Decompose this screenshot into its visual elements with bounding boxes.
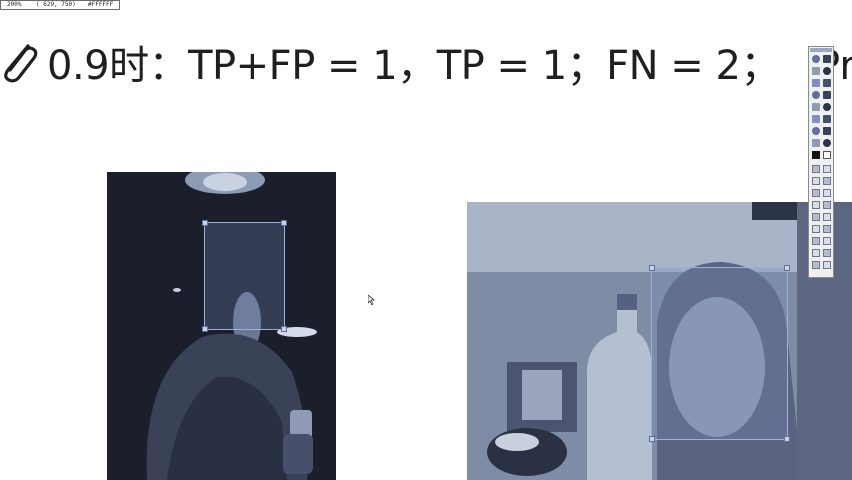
palette-tool-icon[interactable] xyxy=(812,225,820,233)
zoom-readout: 200% xyxy=(7,1,22,8)
palette-tool-icon[interactable] xyxy=(812,237,820,245)
slide-formula: 0.9时：TP+FP = 1，TP = 1；FN = 2； xyxy=(47,43,780,89)
color-white[interactable] xyxy=(823,151,831,159)
color-readout: #FFFFFF xyxy=(88,1,114,8)
palette-tool-icon[interactable] xyxy=(823,201,831,209)
palette-tool-icon[interactable] xyxy=(823,165,831,173)
color-black[interactable] xyxy=(812,151,820,159)
coordinate-readout: 200% ( 629, 750) #FFFFFF xyxy=(0,0,120,10)
mouse-cursor-icon xyxy=(368,295,376,305)
pen-tool[interactable] xyxy=(812,79,820,87)
bbox-handle[interactable] xyxy=(281,220,287,226)
crop-tool[interactable] xyxy=(812,67,820,75)
palette-tool-icon[interactable] xyxy=(812,249,820,257)
face-detection-box-left[interactable] xyxy=(202,220,287,332)
lasso-tool[interactable] xyxy=(823,55,831,63)
text-tool[interactable] xyxy=(812,103,820,111)
paperclip-icon xyxy=(4,44,38,83)
line-tool[interactable] xyxy=(823,103,831,111)
bbox-handle[interactable] xyxy=(281,326,287,332)
rect-tool[interactable] xyxy=(812,115,820,123)
zoom-tool[interactable] xyxy=(823,127,831,135)
cursor-coordinates: ( 629, 750) xyxy=(36,1,76,8)
arrow-tool[interactable] xyxy=(812,127,820,135)
palette-tool-icon[interactable] xyxy=(823,249,831,257)
palette-tool-icon[interactable] xyxy=(812,261,820,269)
fill-tool[interactable] xyxy=(823,91,831,99)
palette-tool-icon[interactable] xyxy=(823,261,831,269)
palette-tool-icon[interactable] xyxy=(823,177,831,185)
bbox-handle[interactable] xyxy=(784,436,790,442)
drawing-tool-palette xyxy=(808,46,834,278)
palette-tool-icon[interactable] xyxy=(812,213,820,221)
eyedropper-tool[interactable] xyxy=(823,139,831,147)
palette-tool-icon[interactable] xyxy=(823,237,831,245)
palette-tool-icon[interactable] xyxy=(823,189,831,197)
select-tool[interactable] xyxy=(812,55,820,63)
palette-title-bar[interactable] xyxy=(810,48,832,52)
face-detection-box-right[interactable] xyxy=(649,265,790,442)
brush-tool[interactable] xyxy=(823,79,831,87)
palette-tool-icon[interactable] xyxy=(812,177,820,185)
bbox-handle[interactable] xyxy=(649,265,655,271)
move-tool[interactable] xyxy=(823,67,831,75)
hand-tool[interactable] xyxy=(812,139,820,147)
bbox-handle[interactable] xyxy=(784,265,790,271)
photo-left-man xyxy=(107,172,336,480)
palette-tool-icon[interactable] xyxy=(823,225,831,233)
eraser-tool[interactable] xyxy=(812,91,820,99)
palette-tool-icon[interactable] xyxy=(823,213,831,221)
ellipse-tool[interactable] xyxy=(823,115,831,123)
palette-tool-icon[interactable] xyxy=(812,189,820,197)
bbox-handle[interactable] xyxy=(649,436,655,442)
bbox-handle[interactable] xyxy=(202,220,208,226)
palette-tool-icon[interactable] xyxy=(812,165,820,173)
bbox-handle[interactable] xyxy=(202,326,208,332)
palette-tool-icon[interactable] xyxy=(812,201,820,209)
